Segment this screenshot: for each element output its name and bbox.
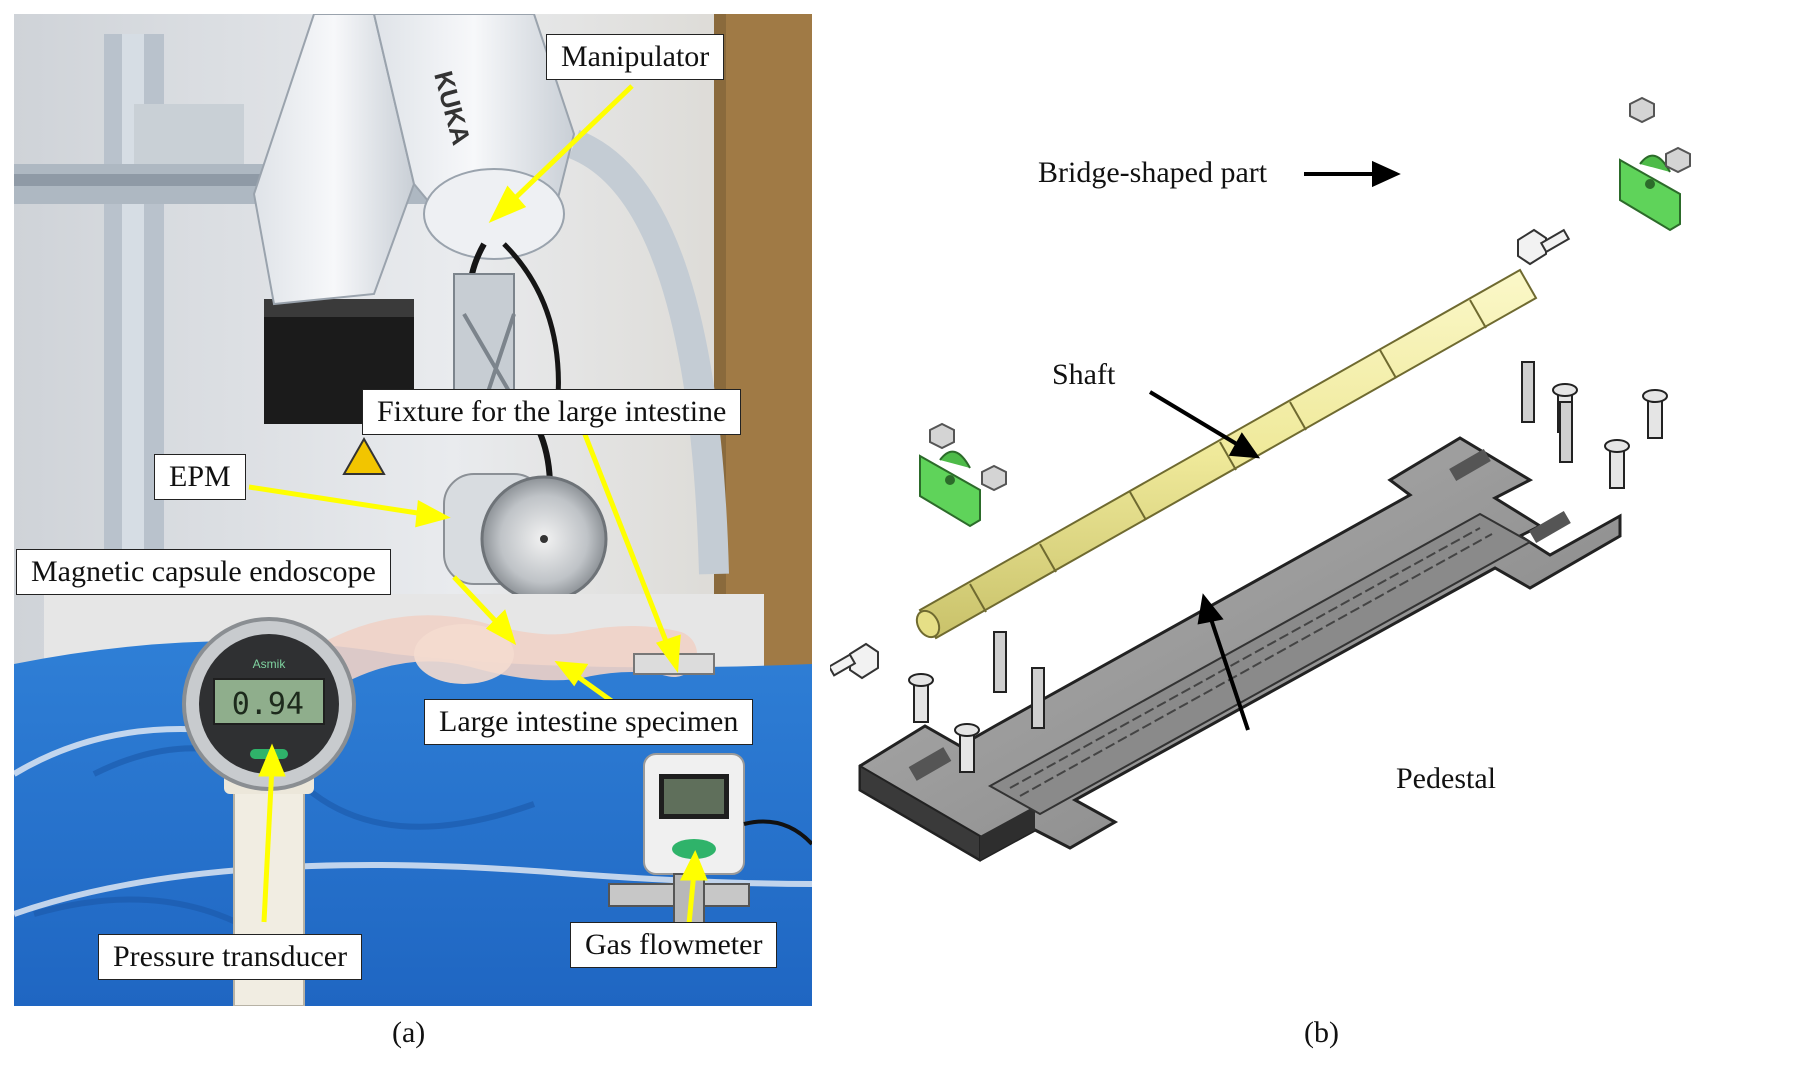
- label-flowmeter: Gas flowmeter: [570, 922, 778, 968]
- label-manipulator: Manipulator: [546, 34, 725, 80]
- bridge-part-left: [919, 450, 981, 528]
- end-screws: [830, 228, 1571, 680]
- label-specimen: Large intestine specimen: [424, 699, 754, 745]
- pedestal-part: [858, 436, 1622, 862]
- label-capsule: Magnetic capsule endoscope: [16, 549, 391, 595]
- bolts: [908, 361, 1668, 773]
- setup-photo: KUKA 0.94 Asmik: [14, 14, 812, 1006]
- label-bridge: Bridge-shaped part: [1038, 156, 1268, 189]
- callout-arrows: [248, 84, 708, 925]
- nuts-left: [929, 422, 1007, 492]
- setup-photo-panel: KUKA 0.94 Asmik: [14, 14, 812, 1006]
- label-shaft: Shaft: [1052, 358, 1116, 391]
- nuts-right: [1629, 96, 1691, 174]
- shaft-part: [915, 268, 1538, 640]
- gauge-reading: 0.94: [232, 687, 304, 722]
- caption-b: (b): [1304, 1016, 1339, 1049]
- annotation-arrows: [1148, 160, 1401, 731]
- gauge-brand: Asmik: [253, 657, 287, 671]
- cad-drawing: [830, 96, 1691, 862]
- bridge-part-right: [1619, 154, 1681, 232]
- cad-exploded-view: Bridge-shaped part Shaft Pedestal: [830, 40, 1810, 1000]
- label-pressure: Pressure transducer: [98, 934, 363, 980]
- caption-a: (a): [392, 1016, 426, 1049]
- label-fixture: Fixture for the large intestine: [362, 389, 742, 435]
- label-epm: EPM: [154, 454, 246, 500]
- label-pedestal: Pedestal: [1396, 762, 1496, 795]
